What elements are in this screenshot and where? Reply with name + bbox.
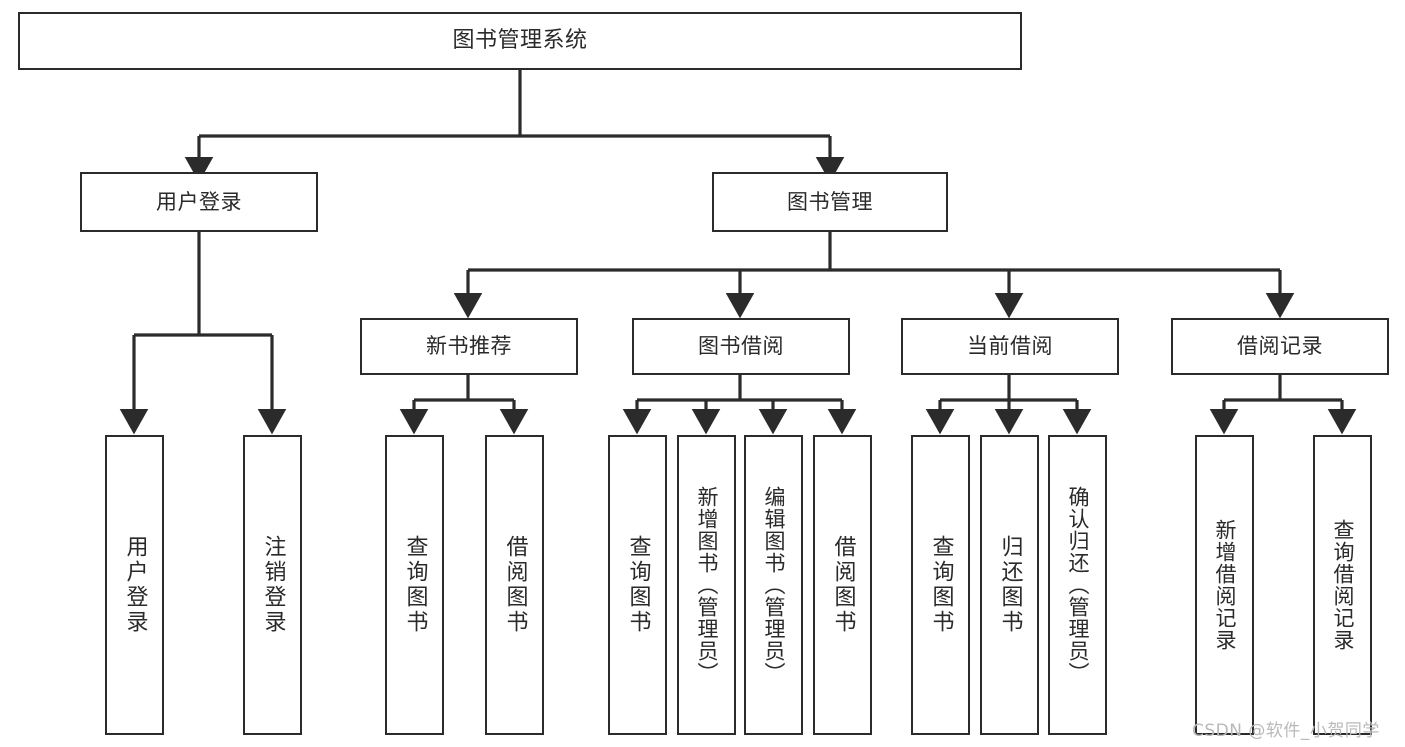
node-label: 编辑图书（管理员） — [762, 486, 786, 684]
node-label: 新增图书（管理员） — [695, 486, 719, 684]
node-label: 注销登录 — [260, 535, 286, 635]
leaf-logout-login[interactable]: 注销登录 — [243, 435, 302, 735]
node-label: 图书管理系统 — [452, 28, 588, 54]
leaf-add-borrow-record[interactable]: 新增借阅记录 — [1195, 435, 1254, 735]
leaf-query-book-recommendation[interactable]: 查询图书 — [385, 435, 444, 735]
node-current-borrowing[interactable]: 当前借阅 — [901, 318, 1119, 375]
leaf-query-book-current[interactable]: 查询图书 — [911, 435, 970, 735]
node-label: 查询图书 — [625, 535, 651, 635]
node-label: 用户登录 — [122, 535, 148, 635]
leaf-borrow-book-recommendation[interactable]: 借阅图书 — [485, 435, 544, 735]
node-label: 当前借阅 — [967, 334, 1053, 359]
leaf-user-login[interactable]: 用户登录 — [105, 435, 164, 735]
node-label: 查询图书 — [928, 535, 954, 635]
node-borrowing-record[interactable]: 借阅记录 — [1171, 318, 1389, 375]
node-label: 图书借阅 — [698, 334, 784, 359]
node-new-book-recommendation[interactable]: 新书推荐 — [360, 318, 578, 375]
leaf-edit-book-admin[interactable]: 编辑图书（管理员） — [744, 435, 803, 735]
node-label: 图书管理 — [787, 189, 873, 214]
node-label: 查询图书 — [402, 535, 428, 635]
node-label: 借阅图书 — [502, 535, 528, 635]
node-label: 用户登录 — [156, 189, 242, 214]
leaf-query-book-borrowing[interactable]: 查询图书 — [608, 435, 667, 735]
node-root-book-management-system[interactable]: 图书管理系统 — [18, 12, 1022, 70]
leaf-query-borrow-record[interactable]: 查询借阅记录 — [1313, 435, 1372, 735]
node-label: 借阅图书 — [830, 535, 856, 635]
leaf-add-book-admin[interactable]: 新增图书（管理员） — [677, 435, 736, 735]
node-book-management[interactable]: 图书管理 — [712, 172, 948, 232]
node-label: 查询借阅记录 — [1331, 519, 1355, 651]
node-label: 归还图书 — [997, 535, 1023, 635]
node-label: 确认归还（管理员） — [1066, 486, 1090, 684]
leaf-return-book[interactable]: 归还图书 — [980, 435, 1039, 735]
leaf-borrow-book[interactable]: 借阅图书 — [813, 435, 872, 735]
node-label: 新增借阅记录 — [1213, 519, 1237, 651]
node-label: 借阅记录 — [1237, 334, 1323, 359]
leaf-confirm-return-admin[interactable]: 确认归还（管理员） — [1048, 435, 1107, 735]
node-book-borrowing[interactable]: 图书借阅 — [632, 318, 850, 375]
node-user-login[interactable]: 用户登录 — [80, 172, 318, 232]
node-label: 新书推荐 — [426, 334, 512, 359]
